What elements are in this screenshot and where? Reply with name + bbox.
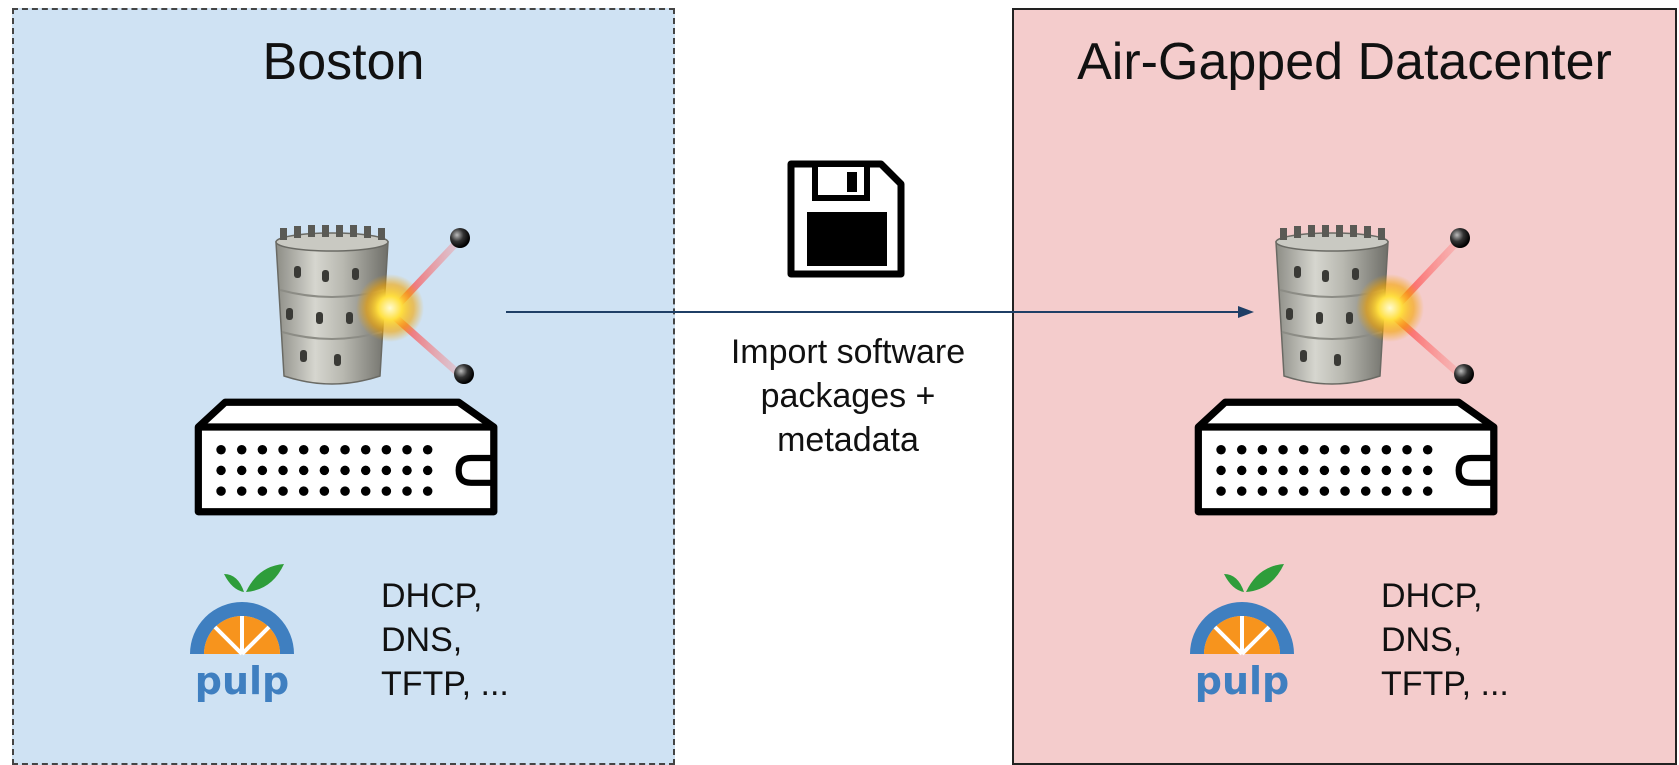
pulp-logo-icon: pulp xyxy=(1188,562,1296,703)
foreman-tower-icon xyxy=(275,224,474,385)
service-item: TFTP, ... xyxy=(1381,665,1509,703)
service-item: DNS, xyxy=(381,621,463,659)
pulp-logo-text: pulp xyxy=(1195,659,1289,703)
transfer-label: Import software packages + metadata xyxy=(700,330,996,462)
service-item: TFTP, ... xyxy=(381,665,509,703)
zone-title: Air-Gapped Datacenter xyxy=(1077,33,1612,91)
foreman-tower-icon xyxy=(1275,224,1474,385)
transfer-label-line: Import software xyxy=(730,333,966,371)
service-item: DHCP, xyxy=(381,577,483,615)
zone-title: Boston xyxy=(262,33,425,91)
services-list: DHCP, DNS, TFTP, ... xyxy=(1381,574,1509,706)
pulp-logo-text: pulp xyxy=(195,659,289,703)
server-icon xyxy=(188,393,500,521)
transfer-arrow xyxy=(506,306,1254,318)
service-item: DHCP, xyxy=(1381,577,1483,615)
pulp-logo-icon: pulp xyxy=(188,562,296,703)
floppy-disk-icon xyxy=(786,160,906,278)
service-item: DNS, xyxy=(1381,621,1463,659)
server-icon xyxy=(1188,393,1500,521)
services-list: DHCP, DNS, TFTP, ... xyxy=(381,574,509,706)
transfer-label-line: packages + xyxy=(760,377,936,415)
zone-air-gapped-datacenter: Air-Gapped Datacenter xyxy=(1012,8,1677,765)
transfer-label-line: metadata xyxy=(777,421,919,459)
zone-boston: Boston xyxy=(12,8,675,765)
